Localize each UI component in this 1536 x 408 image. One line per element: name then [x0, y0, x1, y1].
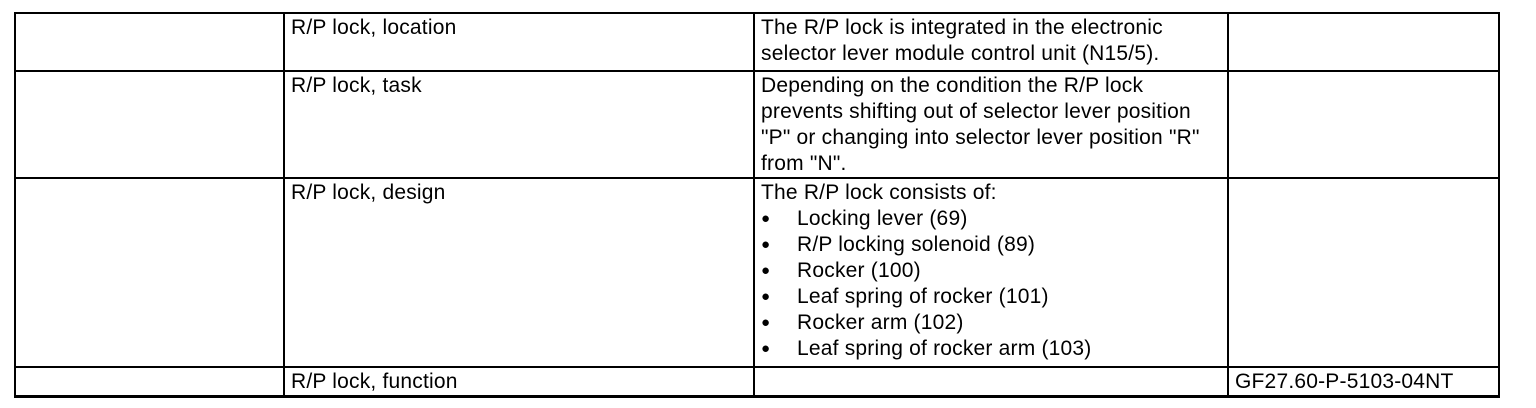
description-line: "P" or changing into selector lever posi…	[761, 126, 1200, 149]
list-item: ● Rocker arm (102)	[761, 310, 1223, 336]
row-label: R/P lock, design	[291, 181, 446, 204]
bullet-item-text: Leaf spring of rocker arm (103)	[797, 337, 1092, 360]
list-item: ● R/P locking solenoid (89)	[761, 232, 1223, 258]
description-cell	[753, 366, 1229, 398]
row-label-cell: R/P lock, function	[283, 366, 755, 398]
spec-table: R/P lock, location The R/P lock is integ…	[14, 12, 1500, 398]
table-row-function: R/P lock, function GF27.60-P-5103-04NT	[14, 366, 1500, 398]
code-cell: GF27.60-P-5103-04NT	[1227, 366, 1500, 398]
description-line: Depending on the condition the R/P lock	[761, 74, 1144, 97]
row-label: R/P lock, function	[291, 370, 458, 393]
bullet-list: ● Locking lever (69) ● R/P locking solen…	[761, 206, 1223, 362]
description-intro: The R/P lock consists of:	[761, 181, 997, 204]
description-line: prevents shifting out of selector lever …	[761, 100, 1191, 123]
description-cell: The R/P lock is integrated in the electr…	[753, 12, 1229, 72]
bullet-item-text: Leaf spring of rocker (101)	[797, 285, 1049, 308]
table-row-design: R/P lock, design The R/P lock consists o…	[14, 177, 1500, 368]
bullet-icon: ●	[761, 288, 771, 305]
code-cell	[1227, 70, 1500, 179]
document-code: GF27.60-P-5103-04NT	[1235, 370, 1454, 393]
table-row-task: R/P lock, task Depending on the conditio…	[14, 70, 1500, 179]
description-line: The R/P lock is integrated in the electr…	[761, 16, 1163, 39]
bullet-icon: ●	[761, 314, 771, 331]
row-label: R/P lock, location	[291, 16, 457, 39]
row-label-cell: R/P lock, task	[283, 70, 755, 179]
bullet-item-text: Rocker arm (102)	[797, 311, 964, 334]
code-cell	[1227, 12, 1500, 72]
code-cell	[1227, 177, 1500, 368]
row-label-cell: R/P lock, location	[283, 12, 755, 72]
description-cell: The R/P lock consists of: ● Locking leve…	[753, 177, 1229, 368]
description-cell: Depending on the condition the R/P lock …	[753, 70, 1229, 179]
description-line: selector lever module control unit (N15/…	[761, 42, 1160, 65]
list-item: ● Rocker (100)	[761, 258, 1223, 284]
list-item: ● Locking lever (69)	[761, 206, 1223, 232]
bullet-icon: ●	[761, 236, 771, 253]
list-item: ● Leaf spring of rocker (101)	[761, 284, 1223, 310]
row-label-cell: R/P lock, design	[283, 177, 755, 368]
empty-cell	[14, 12, 285, 72]
bullet-icon: ●	[761, 340, 771, 357]
bullet-item-text: R/P locking solenoid (89)	[797, 233, 1036, 256]
row-label: R/P lock, task	[291, 74, 422, 97]
list-item: ● Leaf spring of rocker arm (103)	[761, 336, 1223, 362]
bullet-icon: ●	[761, 210, 771, 227]
bullet-item-text: Locking lever (69)	[797, 207, 968, 230]
empty-cell	[14, 366, 285, 398]
bullet-item-text: Rocker (100)	[797, 259, 921, 282]
description-line: from "N".	[761, 152, 847, 175]
empty-cell	[14, 70, 285, 179]
bullet-icon: ●	[761, 262, 771, 279]
table-row-location: R/P lock, location The R/P lock is integ…	[14, 12, 1500, 72]
empty-cell	[14, 177, 285, 368]
